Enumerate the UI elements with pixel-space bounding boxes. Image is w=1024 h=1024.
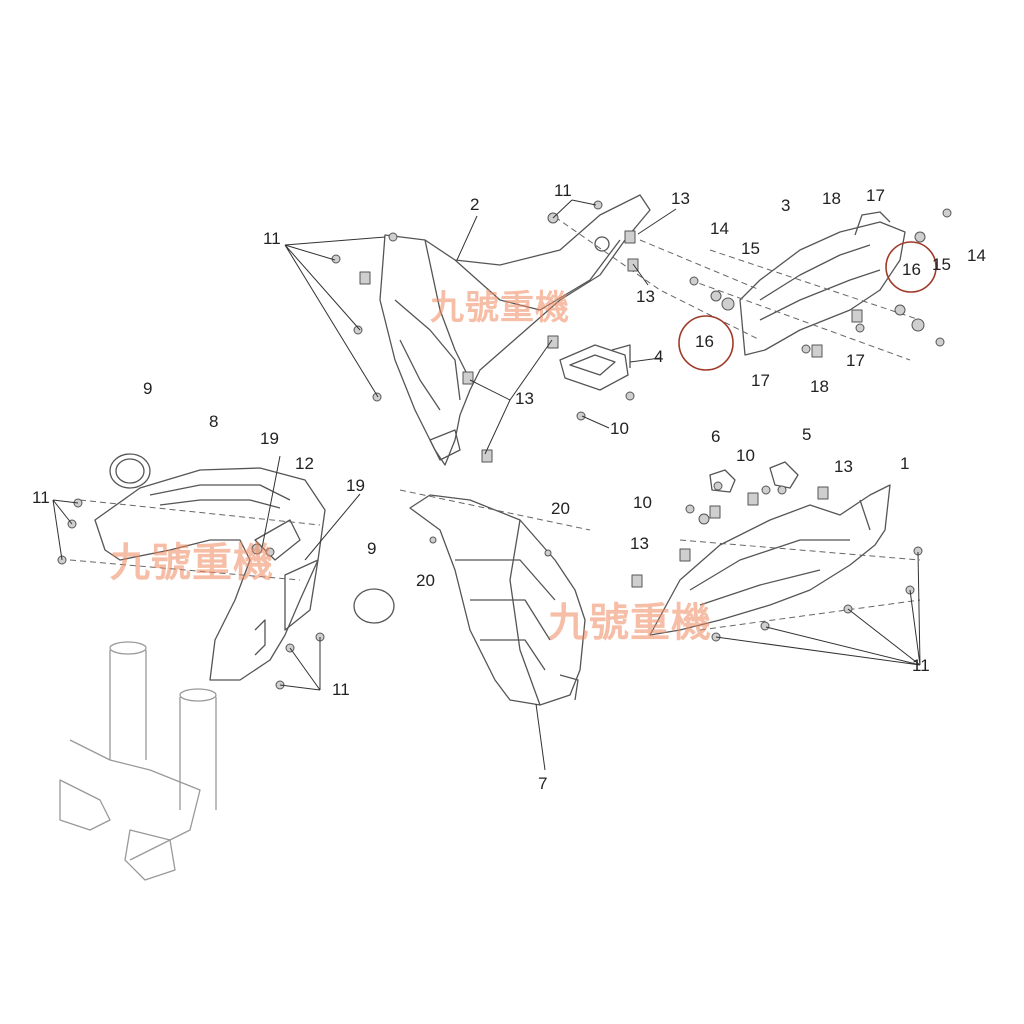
callout-8: 8 [209,412,219,431]
part-1-lower-side-fairing [649,484,891,636]
callout-18-bottom: 18 [810,377,829,396]
callout-11-top: 11 [554,181,572,200]
callout-11-bottom-right: 11 [912,656,930,675]
callout-1: 1 [900,454,910,473]
callout-10-mid: 10 [736,446,755,465]
callout-11-fender-bottom: 11 [332,680,350,699]
callout-11-left: 11 [263,229,281,248]
callout-10-bracket: 10 [610,419,629,438]
callout-17-top: 17 [866,186,885,205]
callout-18-top: 18 [822,189,841,208]
callout-13-left: 13 [630,534,649,553]
watermark-right: 九號重機 [548,600,712,646]
callout-15-left: 15 [741,239,760,258]
fasteners [57,200,952,690]
callout-19-left: 19 [260,429,279,448]
callout-19-right: 19 [346,476,365,495]
callout-10-left: 10 [633,493,652,512]
callout-2: 2 [470,195,480,214]
part-5-6-brackets [709,461,799,493]
part-9-caps [109,453,395,624]
callout-13-top-right: 13 [671,189,690,208]
callout-6: 6 [711,427,721,446]
highlight-circles [678,241,937,371]
callout-11-fender-left: 11 [32,488,50,507]
callout-20-top: 20 [551,499,570,518]
callout-20-left: 20 [416,571,435,590]
callout-16-right: 16 [902,260,921,279]
callout-4: 4 [654,347,664,366]
highlight-circle-left [678,315,734,371]
highlight-circle-right [885,241,937,293]
watermark-left: 九號重機 [110,540,274,586]
part-7-lower-cowl [409,494,586,706]
callout-3: 3 [781,196,791,215]
callout-12: 12 [295,454,314,473]
part-4-bracket [559,344,631,391]
assembly-lines [69,216,921,631]
callout-17-mid: 17 [846,351,865,370]
front-fork-assembly [59,641,217,881]
part-2-side-fairing [379,194,651,466]
callout-9-right: 9 [367,539,377,558]
callout-15-right: 15 [932,255,951,274]
callout-9-left: 9 [143,379,153,398]
callout-13-mid: 13 [636,287,655,306]
part-3-inner-duct [739,211,906,356]
callout-13-right: 13 [834,457,853,476]
watermark-top: 九號重機 [430,288,570,328]
callout-13-lower: 13 [515,389,534,408]
callout-5: 5 [802,425,812,444]
leader-lines [52,199,921,771]
callout-14-left: 14 [710,219,729,238]
callout-17-bottom: 17 [751,371,770,390]
callout-14-right: 14 [967,246,986,265]
callout-16-left: 16 [695,332,714,351]
callout-7: 7 [538,774,548,793]
